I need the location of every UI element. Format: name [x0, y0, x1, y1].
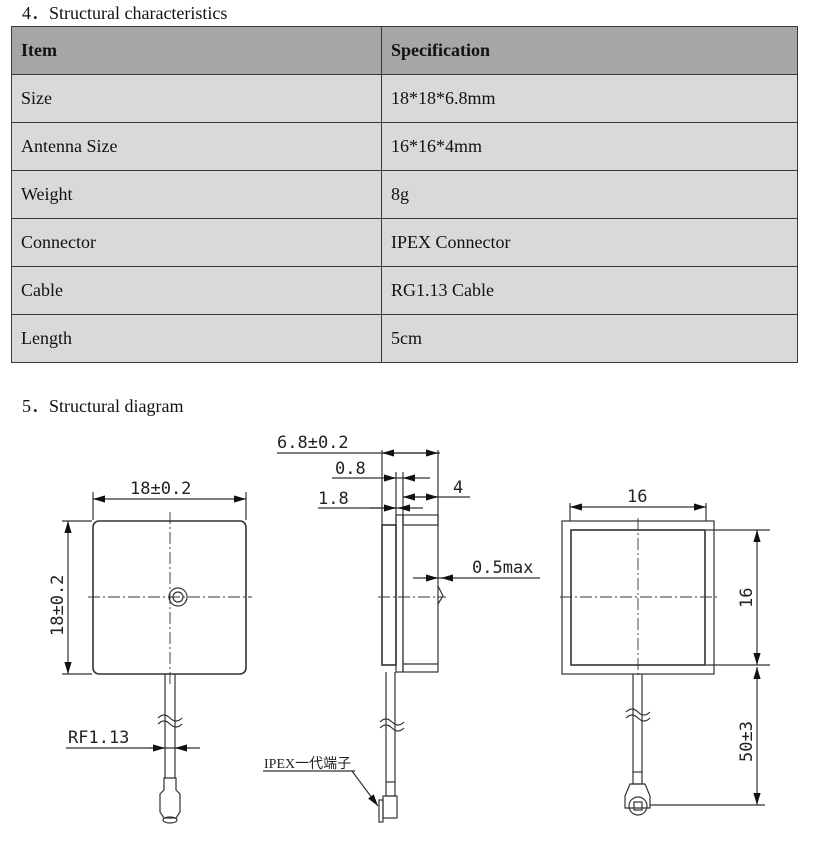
back-height-dim: 16 — [737, 588, 757, 608]
back-width-dim: 16 — [627, 487, 647, 507]
table-header-row: Item Specification — [11, 26, 798, 75]
row-item: Length — [11, 314, 382, 363]
table-row: Size 18*18*6.8mm — [11, 74, 798, 123]
row-spec: 18*18*6.8mm — [381, 74, 798, 123]
section-4-title: 4．Structural characteristics — [22, 3, 228, 23]
header-item: Item — [11, 26, 382, 75]
cable-rf113-label: RF1.13 — [68, 728, 129, 748]
front-view — [62, 492, 252, 824]
side-view — [263, 449, 540, 823]
row-spec: RG1.13 Cable — [381, 266, 798, 315]
structural-diagram: 18±0.2 18±0.2 RF1.13 — [48, 433, 770, 824]
row-spec: 5cm — [381, 314, 798, 363]
protrusion-dim: 0.5max — [472, 558, 533, 578]
row-item: Weight — [11, 170, 382, 219]
dim-4: 4 — [453, 478, 463, 498]
row-spec: 16*16*4mm — [381, 122, 798, 171]
dim-0-8: 0.8 — [335, 459, 366, 479]
back-view — [560, 503, 770, 816]
header-specification: Specification — [381, 26, 798, 75]
row-item: Antenna Size — [11, 122, 382, 171]
row-spec: IPEX Connector — [381, 218, 798, 267]
table-row: Antenna Size 16*16*4mm — [11, 122, 798, 171]
cable-length-dim: 50±3 — [737, 721, 757, 762]
table-row: Connector IPEX Connector — [11, 218, 798, 267]
row-item: Size — [11, 74, 382, 123]
table-row: Weight 8g — [11, 170, 798, 219]
row-spec: 8g — [381, 170, 798, 219]
table-row: Length 5cm — [11, 314, 798, 363]
total-thickness-dim: 6.8±0.2 — [277, 433, 349, 453]
front-width-dim: 18±0.2 — [130, 479, 191, 499]
row-item: Connector — [11, 218, 382, 267]
front-height-dim: 18±0.2 — [48, 575, 68, 636]
structural-characteristics-table: Item Specification Size 18*18*6.8mm Ante… — [11, 26, 798, 363]
dim-1-8: 1.8 — [318, 489, 349, 509]
table-row: Cable RG1.13 Cable — [11, 266, 798, 315]
section-5-title: 5．Structural diagram — [22, 396, 184, 416]
row-item: Cable — [11, 266, 382, 315]
ipex-connector-label: IPEX一代端子 — [264, 756, 351, 772]
